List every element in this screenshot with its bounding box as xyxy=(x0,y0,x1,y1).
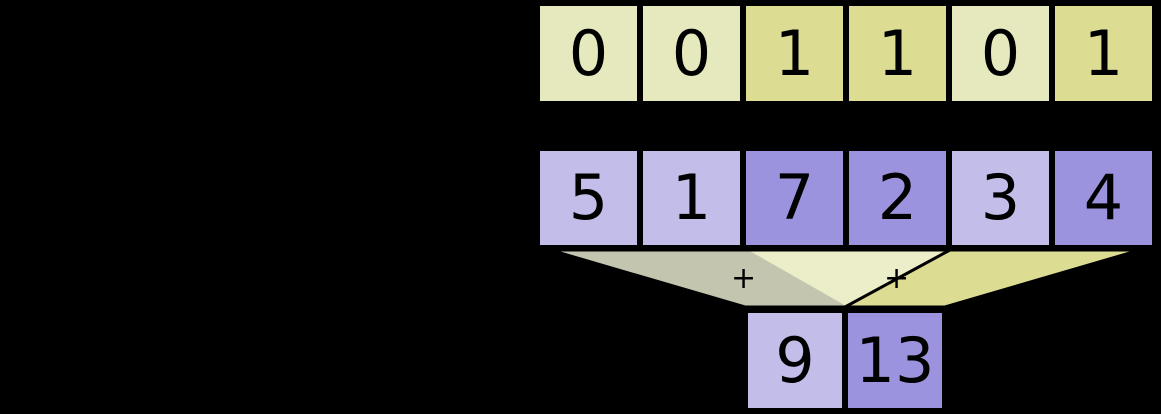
value-cell-4: 2 xyxy=(846,148,949,248)
value-cell-5: 3 xyxy=(949,148,1052,248)
value-cell-1: 5 xyxy=(537,148,640,248)
result-cell-2: 13 xyxy=(845,310,945,411)
flag-cell-3: 1 xyxy=(743,3,846,104)
results-row: 9 13 xyxy=(745,310,945,411)
flag-cell-5: 0 xyxy=(949,3,1052,104)
value-cell-3: 7 xyxy=(743,148,846,248)
funnel-right-shape xyxy=(739,248,1141,309)
values-row: 5 1 7 2 3 4 xyxy=(537,148,1155,248)
plus-operator-right: + xyxy=(884,261,910,296)
value-cell-6: 4 xyxy=(1052,148,1155,248)
flag-cell-2: 0 xyxy=(640,3,743,104)
flags-row: 0 0 1 1 0 1 xyxy=(537,3,1155,104)
flag-cell-6: 1 xyxy=(1052,3,1155,104)
flag-cell-1: 0 xyxy=(537,3,640,104)
plus-operator-left: + xyxy=(731,261,757,296)
flag-cell-4: 1 xyxy=(846,3,949,104)
result-cell-1: 9 xyxy=(745,310,845,411)
value-cell-2: 1 xyxy=(640,148,743,248)
